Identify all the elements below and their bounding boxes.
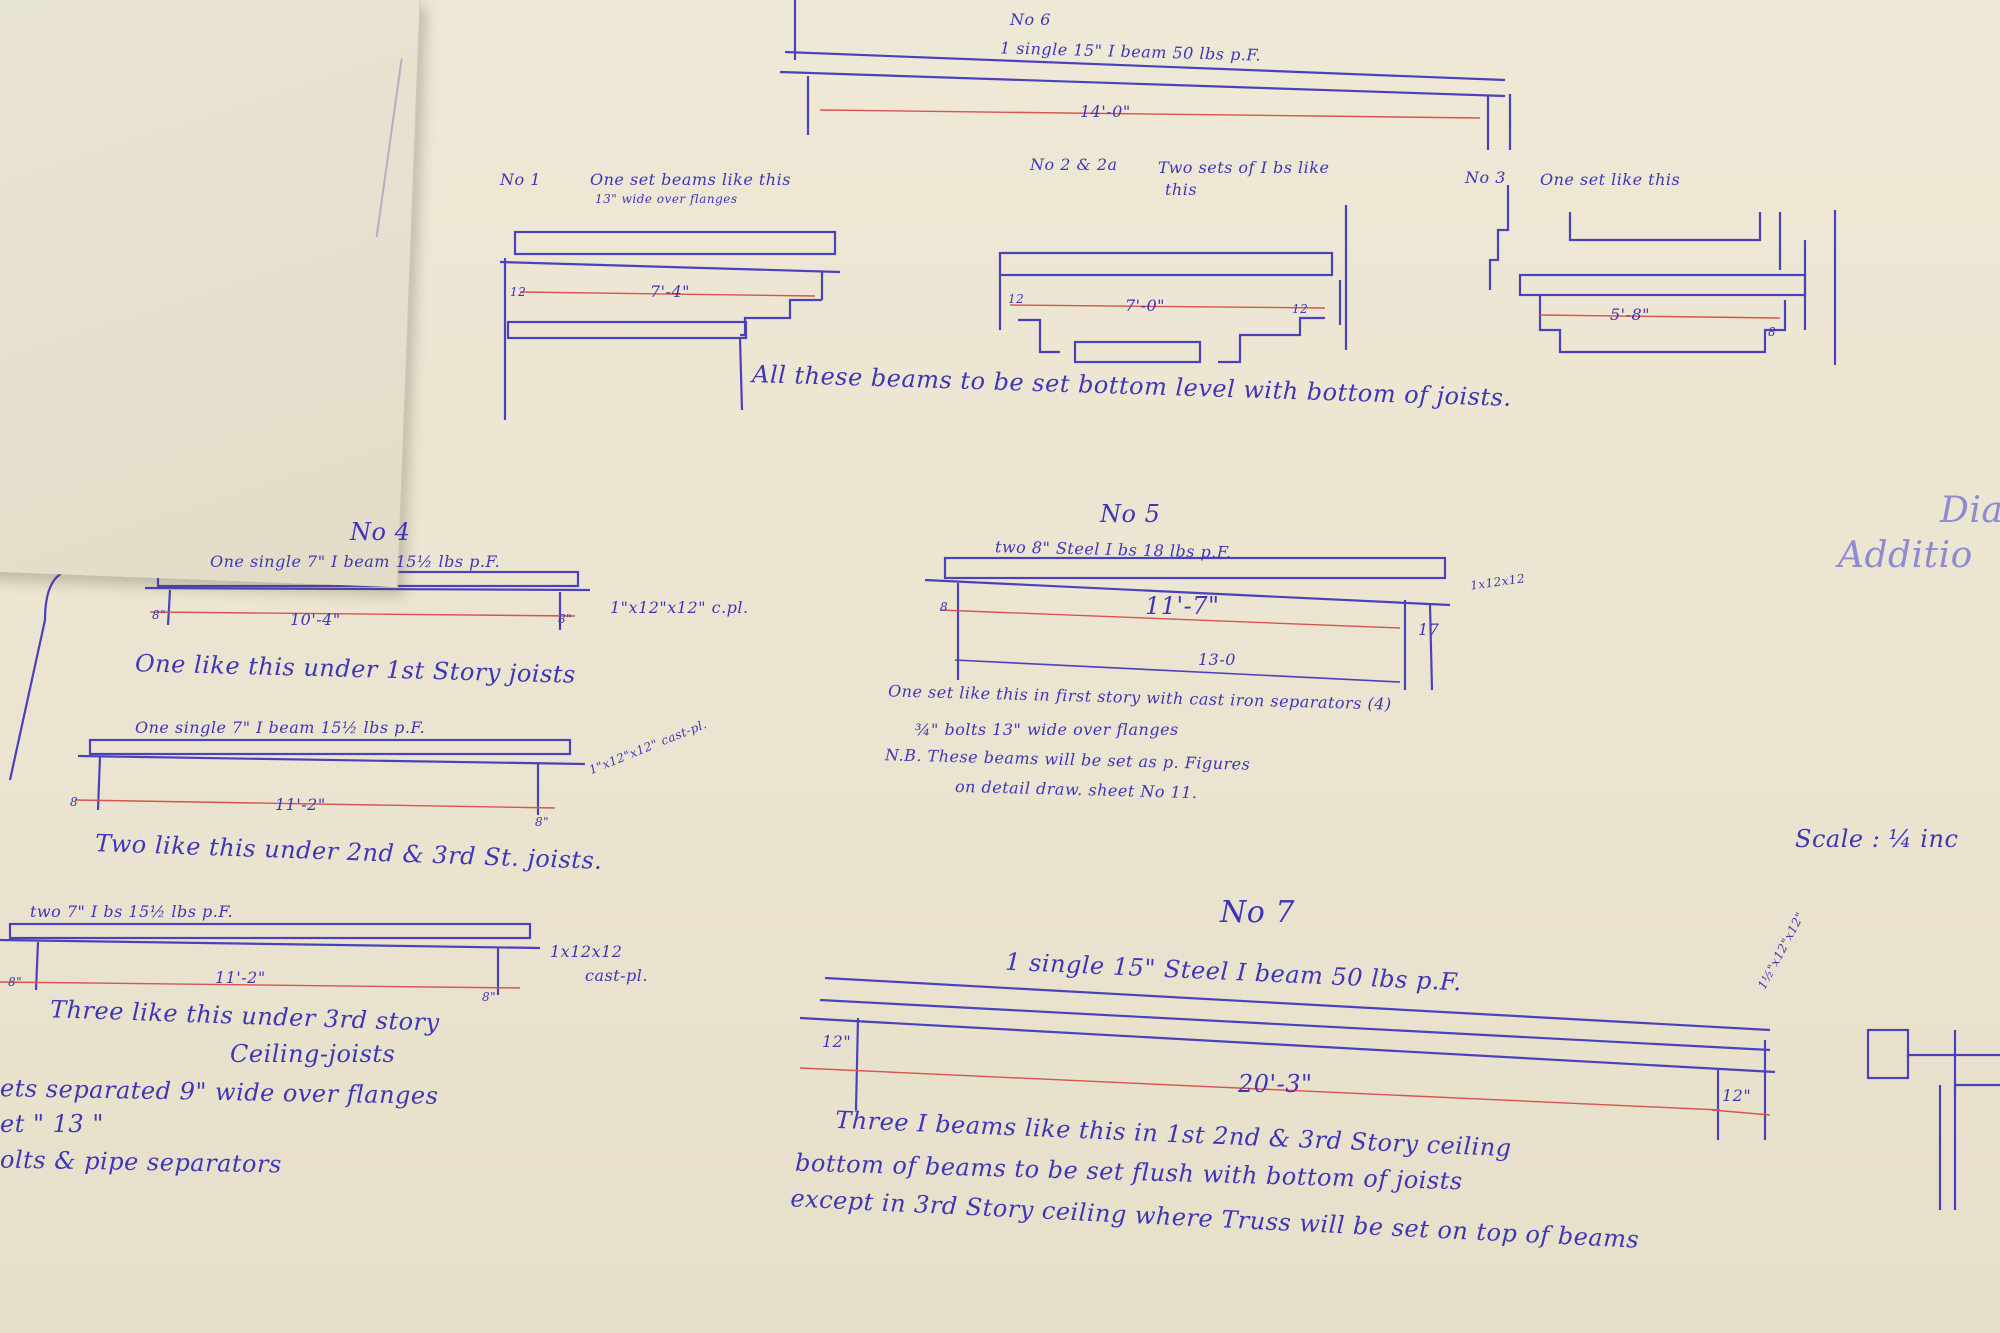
- no7-label: No 7: [1220, 895, 1295, 930]
- no2-span: 7'-0": [1125, 296, 1166, 315]
- beam-3rd-plate: 1x12x12: [550, 942, 623, 961]
- no1-note-2: 13" wide over flanges: [595, 192, 738, 206]
- no5-label: No 5: [1100, 500, 1161, 528]
- beam-no5-outline: [943, 556, 1447, 580]
- beam-no6-top-flange: [784, 50, 1506, 82]
- no3-right-bearing: 8: [1768, 325, 1777, 339]
- no3-span: 5'-8": [1610, 305, 1651, 324]
- no4-label: No 4: [350, 518, 411, 546]
- no2-note-1: Two sets of I bs like: [1158, 158, 1330, 177]
- beam-2nd-spec: One single 7" I beam 15½ lbs p.F.: [135, 718, 426, 737]
- beam-3rd-left: 8": [8, 975, 23, 989]
- no5-right: 17: [1418, 620, 1440, 639]
- beam-3rd-caption-5: olts & pipe separators: [0, 1145, 283, 1179]
- beam-3rd-outline: [8, 922, 532, 940]
- no5-left: 8: [940, 600, 949, 614]
- beam-no7-top-flange: [824, 976, 1771, 1032]
- right-title-1: Dia: [1940, 490, 2000, 531]
- no4-plate: 1"x12"x12" c.pl.: [610, 598, 749, 617]
- no3-label: No 3: [1465, 168, 1506, 187]
- right-title-2: Additio: [1838, 535, 1973, 576]
- beam-no6-bottom-flange: [779, 70, 1506, 98]
- no6-span: 14'-0": [1080, 102, 1131, 121]
- beam-3rd-spec: two 7" I bs 15½ lbs p.F.: [30, 902, 234, 921]
- beam-no7-bottom-flange: [799, 1016, 1776, 1074]
- no4-spec: One single 7" I beam 15½ lbs p.F.: [210, 552, 501, 571]
- no1-span: 7'-4": [650, 282, 691, 301]
- beam-3rd-plate-2: cast-pl.: [585, 966, 648, 985]
- no3-note-1: One set like this: [1540, 170, 1681, 189]
- no1-label: No 1: [500, 170, 541, 189]
- no4-left: 8": [152, 608, 167, 622]
- no1-left-bearing: 12: [510, 285, 527, 299]
- no4-span: 10'-4": [290, 610, 341, 629]
- beam-2nd-right: 8": [535, 815, 550, 829]
- beam-2nd-span: 11'-2": [275, 795, 326, 814]
- no6-label: No 6: [1010, 10, 1051, 29]
- no1-note-1: One set beams like this: [590, 170, 791, 189]
- no7-right: 12": [1722, 1086, 1752, 1105]
- beam-3rd-caption-4: et " 13 ": [0, 1110, 104, 1138]
- no7-left: 12": [822, 1032, 852, 1051]
- no4-right: 8": [558, 612, 573, 626]
- no5-note-2: ¾" bolts 13" wide over flanges: [915, 720, 1179, 739]
- beam-no1-outline: [513, 230, 837, 256]
- no5-span: 11'-7": [1145, 592, 1220, 620]
- no2-label: No 2 & 2a: [1030, 155, 1118, 174]
- no2-right-bearing: 12: [1292, 302, 1309, 316]
- beam-no2-outline: [998, 251, 1334, 277]
- overlapping-paper-sheet: [0, 0, 421, 588]
- beam-3rd-caption-2: Ceiling-joists: [230, 1040, 396, 1068]
- no2-note-2: this: [1165, 180, 1198, 199]
- no2-left-bearing: 12: [1008, 292, 1025, 306]
- beam-3rd-span: 11'-2": [215, 968, 266, 987]
- beam-3rd-right: 8": [482, 990, 497, 1004]
- no7-span: 20'-3": [1238, 1070, 1313, 1098]
- no5-overall: 13-0: [1198, 650, 1236, 669]
- beam-2nd-outline: [88, 738, 572, 756]
- beam-2nd-left: 8: [70, 795, 79, 809]
- dimension-lines: [0, 109, 1781, 1116]
- beam-no3-outline: [1518, 273, 1807, 297]
- right-scale: Scale : ¼ inc: [1795, 825, 1959, 853]
